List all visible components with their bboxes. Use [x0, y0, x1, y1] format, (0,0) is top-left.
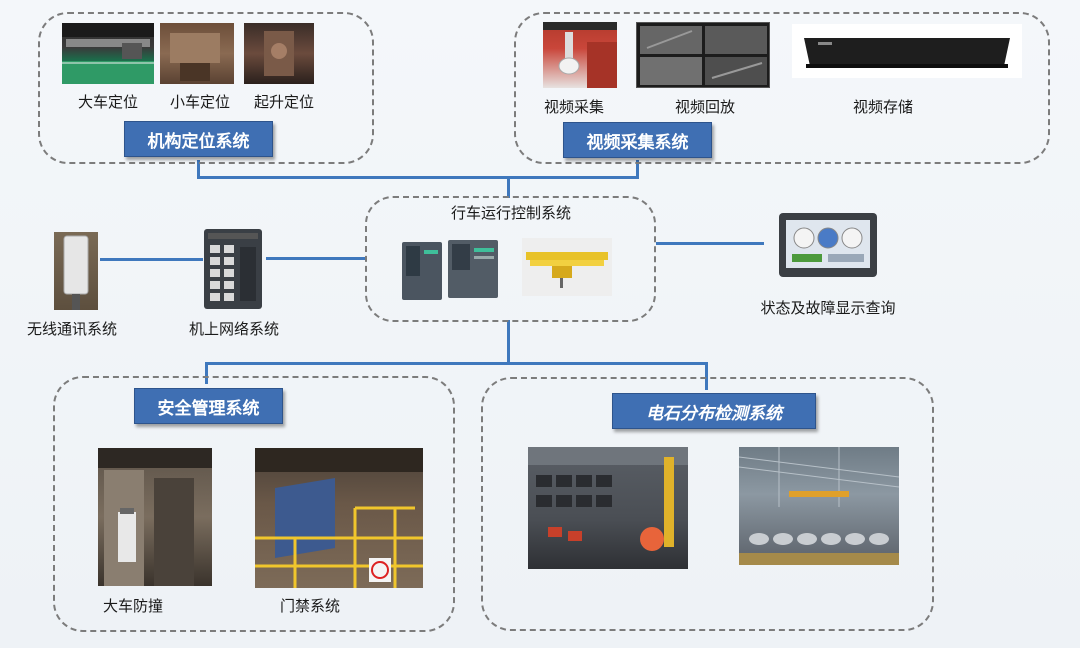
access-control-label: 门禁系统	[279, 597, 340, 615]
positioning-system-group	[38, 12, 374, 164]
video-system-title: 视频采集系统	[563, 122, 712, 158]
status-fault-display-label: 状态及故障显示查询	[760, 299, 896, 317]
video-playback-photo	[636, 22, 770, 88]
plc-module-photo	[398, 236, 506, 302]
control-system-group	[365, 196, 656, 322]
hmi-panel-photo	[778, 212, 878, 278]
connector-network-control	[266, 257, 366, 260]
small-car-positioning-photo	[160, 23, 234, 84]
video-storage-label: 视频存储	[852, 98, 913, 116]
hoist-positioning-photo	[244, 23, 314, 84]
carbide-pots-photo	[528, 447, 688, 569]
connector-bottom-left-down	[205, 362, 208, 384]
video-capture-camera-icon	[543, 22, 617, 88]
small-car-photo-icon	[170, 33, 220, 81]
carbide-detection-group	[481, 377, 934, 631]
wireless-system-label: 无线通讯系统	[26, 320, 117, 338]
connector-top-horizontal	[197, 176, 639, 179]
anti-collision-device-icon	[98, 448, 212, 586]
connector-top-center-down	[507, 176, 510, 198]
video-playback-label: 视频回放	[674, 98, 735, 116]
video-system-group	[514, 12, 1050, 164]
hmi-screen-icon	[779, 213, 877, 277]
access-control-photo	[255, 448, 423, 588]
video-storage-photo	[792, 24, 1022, 78]
anti-collision-label: 大车防撞	[102, 597, 163, 615]
video-capture-photo	[543, 22, 617, 88]
wireless-antenna-icon	[63, 235, 89, 310]
plc-modules-icon	[402, 240, 498, 300]
workshop-interior-icon	[739, 447, 899, 565]
wireless-device-photo	[54, 232, 98, 310]
hoist-photo-icon	[264, 31, 294, 76]
small-car-positioning-label: 小车定位	[169, 93, 230, 111]
positioning-system-title: 机构定位系统	[124, 121, 273, 157]
yellow-crane-icon	[526, 252, 608, 288]
connector-control-status	[656, 242, 764, 245]
control-system-title: 行车运行控制系统	[450, 204, 571, 222]
nvr-device-icon	[804, 38, 1010, 68]
connector-wireless-network	[100, 258, 203, 261]
safety-system-title: 安全管理系统	[134, 388, 283, 424]
anti-collision-photo	[98, 448, 212, 586]
hoist-positioning-label: 起升定位	[253, 93, 314, 111]
video-playback-screens-icon	[640, 26, 767, 85]
access-gate-icon	[255, 448, 423, 588]
connector-control-down	[507, 320, 510, 364]
connector-top-left-down	[197, 160, 200, 178]
large-car-photo-icon	[62, 23, 154, 84]
video-capture-label: 视频采集	[543, 98, 604, 116]
carbide-detection-title: 电石分布检测系统	[612, 393, 816, 429]
connector-bottom-right-down	[705, 362, 708, 390]
carbide-pots-icon	[528, 447, 688, 551]
crane-model-photo	[522, 238, 612, 296]
connector-bottom-horizontal	[205, 362, 708, 365]
connector-top-right-down	[636, 160, 639, 178]
large-car-positioning-label: 大车定位	[77, 93, 138, 111]
network-system-label: 机上网络系统	[188, 320, 279, 338]
workshop-photo	[739, 447, 899, 565]
safety-system-group	[53, 376, 455, 632]
trolley-positioning-photo-large-car	[62, 23, 154, 84]
industrial-switch-icon	[204, 229, 262, 309]
network-switch-photo	[202, 227, 266, 311]
